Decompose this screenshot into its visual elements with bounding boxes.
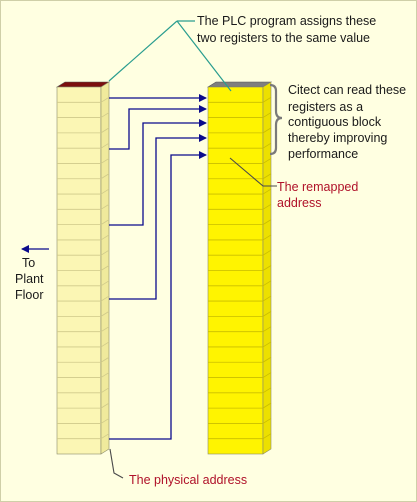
register-separator-side — [100, 158, 110, 164]
register-separator-side — [262, 249, 272, 256]
register-separator-side — [100, 203, 110, 210]
column-top-face — [55, 81, 111, 88]
register-separator-side — [100, 372, 110, 378]
register-separator-side — [262, 96, 272, 103]
register-separator-side — [100, 112, 110, 118]
remapped-address-column — [206, 81, 273, 455]
register-separator-side — [262, 418, 272, 424]
register-separator-side — [100, 326, 110, 333]
register-separator-side — [262, 142, 272, 149]
register-separator-side — [262, 188, 272, 195]
mapping-arrow-2 — [109, 105, 207, 150]
plant-floor-label: To Plant Floor — [15, 256, 47, 302]
register-separator-side — [100, 433, 110, 440]
register-separator-side — [262, 387, 272, 394]
register-separator-side — [262, 173, 272, 180]
register-separator-side — [262, 433, 272, 440]
column-top-face — [206, 81, 273, 88]
register-separator-side — [262, 234, 272, 241]
register-separator-side — [100, 402, 110, 409]
register-separator-side — [100, 356, 110, 363]
register-separator-side — [100, 280, 110, 287]
register-separator-side — [262, 112, 272, 118]
register-separator-side — [262, 295, 272, 302]
register-separator-side — [262, 341, 272, 348]
register-separator-side — [100, 265, 110, 271]
register-separator-side — [262, 127, 272, 134]
block-callout-text: Citect can read these registers as a con… — [288, 83, 410, 161]
register-separator-side — [100, 341, 110, 348]
register-separator-side — [262, 265, 272, 271]
register-separator-side — [262, 219, 272, 225]
mapping-arrow-3 — [109, 119, 207, 226]
block-brace — [269, 83, 283, 156]
register-separator-side — [100, 295, 110, 302]
register-separator-side — [100, 96, 110, 103]
register-separator-side — [262, 372, 272, 378]
register-separator-side — [100, 188, 110, 195]
register-separator-side — [100, 234, 110, 241]
register-separator-side — [100, 418, 110, 424]
register-separator-side — [262, 356, 272, 363]
register-separator-side — [100, 219, 110, 225]
register-separator-side — [262, 280, 272, 287]
mapping-arrow-5 — [109, 151, 207, 440]
register-separator-side — [262, 311, 272, 317]
register-separator-side — [100, 311, 110, 317]
top-callout-text: The PLC program assigns these two regist… — [197, 14, 380, 45]
register-separator-side — [262, 158, 272, 164]
mapping-arrows — [109, 94, 207, 440]
register-separator-side — [100, 173, 110, 180]
top-callout-leaders — [108, 20, 232, 92]
register-separator-side — [100, 387, 110, 394]
register-separator-side — [262, 203, 272, 210]
register-separator-side — [100, 127, 110, 134]
register-separator-side — [100, 249, 110, 256]
register-separator-side — [262, 402, 272, 409]
physical-address-label: The physical address — [129, 473, 247, 487]
register-separator-side — [262, 326, 272, 333]
mapping-arrow-4 — [109, 134, 207, 300]
remapped-address-label: The remapped address — [277, 180, 362, 210]
remapped-leader — [229, 157, 277, 187]
register-separator-side — [100, 142, 110, 149]
physical-address-column — [55, 81, 111, 455]
physical-leader — [109, 448, 124, 479]
